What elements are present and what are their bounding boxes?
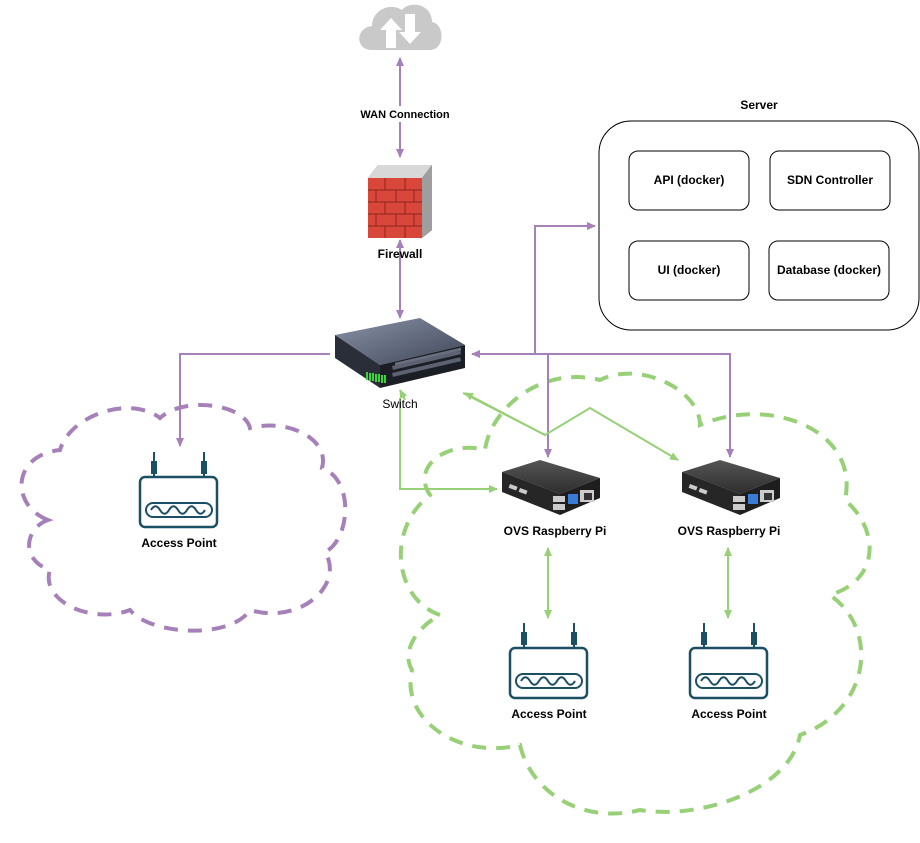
access-point-left-label: Access Point <box>141 536 216 550</box>
switch-icon <box>335 318 465 388</box>
left-network-cloud <box>19 403 348 633</box>
server-title: Server <box>740 98 778 112</box>
access-point-icon-bottom-2 <box>688 623 769 700</box>
ovs-pi-1-label: OVS Raspberry Pi <box>504 524 607 538</box>
access-point-icon-bottom-1 <box>508 623 589 700</box>
access-point-icon-left <box>138 452 219 529</box>
server-component-ui: UI (docker) <box>628 240 750 301</box>
server-component-database: Database (docker) <box>768 240 890 301</box>
server-component-api: API (docker) <box>628 150 750 211</box>
database-label: Database (docker) <box>777 263 881 277</box>
api-label: API (docker) <box>654 173 725 187</box>
switch-label: Switch <box>382 397 417 411</box>
green-connectors <box>399 389 732 619</box>
sdn-label: SDN Controller <box>787 173 873 187</box>
wan-connection-label: WAN Connection <box>360 109 449 121</box>
ovs-pi-2-label: OVS Raspberry Pi <box>678 524 781 538</box>
access-point-bottom-2-label: Access Point <box>691 707 766 721</box>
server-component-sdn: SDN Controller <box>769 150 891 211</box>
raspberry-pi-icon-1 <box>502 460 600 515</box>
internet-cloud-icon <box>359 4 442 51</box>
firewall-icon <box>368 165 432 238</box>
raspberry-pi-icon-2 <box>682 460 780 515</box>
purple-connectors <box>176 57 734 458</box>
right-network-cloud <box>398 371 872 816</box>
ui-label: UI (docker) <box>658 263 721 277</box>
firewall-label: Firewall <box>378 247 423 261</box>
access-point-bottom-1-label: Access Point <box>511 707 586 721</box>
